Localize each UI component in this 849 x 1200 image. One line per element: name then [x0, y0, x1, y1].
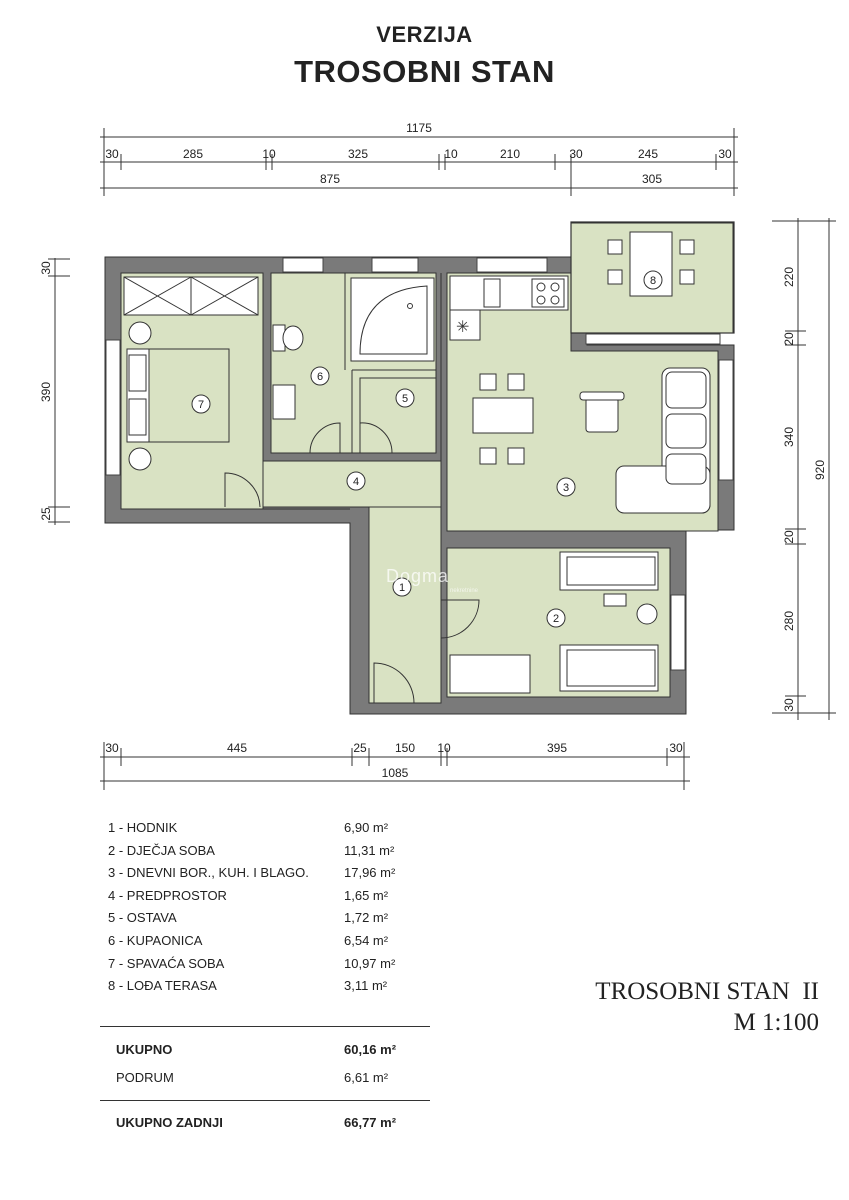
- dim-right-part: 340: [782, 427, 796, 447]
- room-name: 5 - OSTAVA: [108, 910, 177, 926]
- room-number: 8: [650, 275, 656, 287]
- dim-bottom-part: 150: [395, 741, 415, 755]
- version-title: TROSOBNI STAN II: [595, 978, 819, 1005]
- room-area: 6,90 m²: [344, 820, 389, 835]
- room-number: 3: [563, 482, 569, 494]
- list-item: 8 - LOĐA TERASA 3,11 m²: [108, 978, 428, 1001]
- dim-right-part: 30: [782, 698, 796, 712]
- dim-bottom-part: 30: [105, 741, 119, 755]
- dim-top-part: 30: [105, 147, 119, 161]
- room-area: 1,65 m²: [344, 887, 389, 903]
- dim-top-part: 210: [500, 147, 520, 161]
- room-name: 7 - SPAVAĆA SOBA: [108, 955, 225, 971]
- vent-icon: ✳: [456, 319, 469, 336]
- room-name: 1 - HODNIK: [108, 820, 178, 835]
- dim-top-mid: 875: [320, 172, 340, 186]
- dim-top-mid: 305: [642, 172, 662, 186]
- dim-right-total: 920: [813, 460, 827, 480]
- dim-top-part: 30: [718, 147, 732, 161]
- top-dimension-lines: [100, 128, 738, 196]
- plan-title: TROSOBNI STAN: [294, 54, 555, 89]
- version-caption: TROSOBNI STAN II M 1:100: [595, 976, 819, 1038]
- dim-right-part: 220: [782, 267, 796, 287]
- room-area: 10,97 m²: [344, 955, 396, 971]
- windows: [105, 257, 734, 671]
- list-item: 6 - KUPAONICA 6,54 m²: [108, 933, 428, 956]
- dim-bottom-part: 445: [227, 741, 247, 755]
- list-item: 4 - PREDPROSTOR 1,65 m²: [108, 888, 428, 911]
- left-dimension-line: [48, 258, 70, 525]
- dim-bottom-part: 30: [669, 741, 683, 755]
- bottom-dimension-lines: [100, 742, 690, 790]
- dim-top-part: 285: [183, 147, 203, 161]
- room-name: 2 - DJEČJA SOBA: [108, 842, 215, 858]
- divider: [100, 1100, 430, 1101]
- doors: [224, 422, 480, 704]
- dim-top-part: 30: [569, 147, 583, 161]
- room-name: 8 - LOĐA TERASA: [108, 978, 217, 994]
- watermark-sub: nekretnine: [450, 588, 479, 594]
- floor-plan: 1175 30 285 10 325 10 210 30 245 30 875 …: [39, 121, 836, 790]
- dim-top-part: 245: [638, 147, 658, 161]
- dim-right-part: 280: [782, 611, 796, 631]
- dim-top-part: 10: [444, 147, 458, 161]
- dim-top-part: 325: [348, 147, 368, 161]
- dim-left-part: 390: [39, 382, 53, 402]
- room-name: 6 - KUPAONICA: [108, 932, 203, 948]
- list-item: 1 - HODNIK 6,90 m²: [108, 820, 428, 843]
- plan-subtitle: VERZIJA: [376, 22, 473, 47]
- basement-value: 6,61 m²: [344, 1070, 389, 1085]
- room-number-badges: 1 2 3 4 5 6 7 8: [191, 270, 663, 628]
- list-item: 7 - SPAVAĆA SOBA 10,97 m²: [108, 956, 428, 979]
- room-5-storage: [359, 377, 437, 454]
- room-number: 2: [553, 613, 559, 625]
- room-number: 6: [317, 371, 323, 383]
- interior-wall-lines: [121, 273, 686, 703]
- loggia-outline: [570, 221, 735, 334]
- dim-bottom-total: 1085: [382, 766, 409, 780]
- dim-top-part: 10: [262, 147, 276, 161]
- dim-right-part: 20: [782, 530, 796, 544]
- grand-total-value: 66,77 m²: [344, 1115, 397, 1130]
- total-value: 60,16 m²: [344, 1042, 397, 1057]
- dim-bottom-part: 395: [547, 741, 567, 755]
- room-area: 1,72 m²: [344, 910, 389, 926]
- room-area: 3,11 m²: [344, 978, 388, 994]
- total-label: UKUPNO: [116, 1042, 173, 1057]
- watermark-brand: Dogma: [386, 566, 450, 586]
- list-item: 2 - DJEČJA SOBA 11,31 m²: [108, 843, 428, 866]
- dim-right-part: 20: [782, 332, 796, 346]
- room-area-list: 1 - HODNIK 6,90 m² 2 - DJEČJA SOBA 11,31 m…: [108, 820, 428, 1001]
- dim-bottom-part: 25: [353, 741, 367, 755]
- divider: [100, 1026, 430, 1027]
- furniture: [123, 231, 711, 694]
- list-item: 5 - OSTAVA 1,72 m²: [108, 910, 428, 933]
- scale-label: M 1:100: [733, 1009, 819, 1036]
- list-item: 3 - DNEVNI BOR., KUH. I BLAGO. 17,96 m²: [108, 865, 428, 888]
- room-1-hallway: [368, 506, 442, 704]
- room-area: 6,54 m²: [344, 932, 389, 948]
- room-number: 7: [198, 399, 204, 411]
- dim-left-part: 30: [39, 261, 53, 275]
- room-number: 5: [402, 393, 408, 405]
- room-number: 1: [399, 582, 405, 594]
- basement-label: PODRUM: [116, 1070, 174, 1085]
- dim-left-part: 25: [39, 507, 53, 521]
- room-name: 4 - PREDPROSTOR: [108, 887, 227, 903]
- room-number: 4: [353, 476, 359, 488]
- right-dimension-lines: [772, 218, 836, 720]
- dim-bottom-part: 10: [437, 741, 451, 755]
- dim-top-total: 1175: [406, 121, 432, 135]
- room-area: 11,31 m²: [344, 842, 395, 858]
- room-area: 17,96 m²: [344, 865, 396, 881]
- room-name: 3 - DNEVNI BOR., KUH. I BLAGO.: [108, 865, 309, 881]
- grand-total-label: UKUPNO ZADNJI: [116, 1115, 223, 1130]
